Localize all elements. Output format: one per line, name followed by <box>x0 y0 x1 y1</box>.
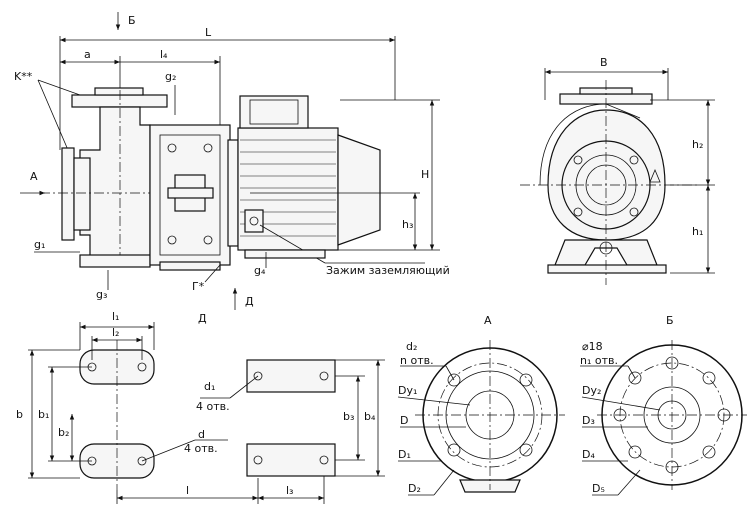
pump-front-view: B h₂ h₁ <box>520 56 715 285</box>
dim-b: b <box>16 408 23 421</box>
view-b-title: Б <box>666 314 674 327</box>
dim-h1: h₁ <box>692 225 703 238</box>
dim-g1: g₁ <box>34 238 45 251</box>
dim-h3: h₃ <box>402 218 413 231</box>
dim-b4: b₄ <box>364 410 376 423</box>
dim-d1: d₁ <box>204 380 215 393</box>
dim-g4: g₄ <box>254 264 266 277</box>
label-k: K** <box>14 70 33 83</box>
dim-g3: g₃ <box>96 288 107 301</box>
dim-g2: g₂ <box>165 70 176 83</box>
holes-n: n отв. <box>400 354 434 367</box>
view-d-foot-plan: Д l₁ l₂ b b₁ b₂ d 4 отв. <box>16 310 385 504</box>
dim-b3: b₃ <box>343 410 354 423</box>
dim-dia18: ⌀18 <box>582 340 603 353</box>
dim-b2: b₂ <box>58 426 69 439</box>
label-a: A <box>30 170 38 183</box>
dim-d2: d₂ <box>406 340 417 353</box>
dim-D3: D₃ <box>582 414 595 427</box>
label-g: Г* <box>192 280 205 293</box>
dim-l3: l₃ <box>286 484 293 497</box>
dim-D4: D₄ <box>582 448 595 461</box>
view-a-inlet-flange: A d₂ n отв. Dу₁ D D₁ D₂ <box>397 314 565 496</box>
view-a-title: A <box>484 314 492 327</box>
holes-d: 4 отв. <box>184 442 218 455</box>
view-b-outlet-flange: Б ⌀18 n₁ отв. Dу₂ D₃ D₄ D₅ <box>580 314 747 496</box>
dim-H: H <box>421 168 429 181</box>
dim-B: B <box>600 56 608 69</box>
view-d-title: Д <box>198 312 207 325</box>
dim-l: l <box>186 484 189 497</box>
dim-Dy2: Dу₂ <box>582 384 601 397</box>
dim-a: a <box>84 48 91 61</box>
dim-L: L <box>205 26 212 39</box>
dim-l1: l₁ <box>112 310 119 323</box>
pump-side-view: L a l₄ Б K** g₂ A <box>14 12 450 310</box>
dim-D5: D₅ <box>592 482 605 495</box>
label-arrow-b: Б <box>128 14 136 27</box>
dim-Dy1: Dу₁ <box>398 384 417 397</box>
dim-D1: D₁ <box>398 448 411 461</box>
dim-D2: D₂ <box>408 482 421 495</box>
holes-d1: 4 отв. <box>196 400 230 413</box>
dim-b1: b₁ <box>38 408 49 421</box>
dim-d: d <box>198 428 205 441</box>
label-grounding-clamp: Зажим заземляющий <box>326 264 450 277</box>
label-arrow-d: Д <box>245 295 254 308</box>
dim-h2: h₂ <box>692 138 703 151</box>
dim-l2: l₂ <box>112 326 119 339</box>
holes-n1: n₁ отв. <box>580 354 618 367</box>
dim-D: D <box>400 414 408 427</box>
dim-l4: l₄ <box>160 48 168 61</box>
